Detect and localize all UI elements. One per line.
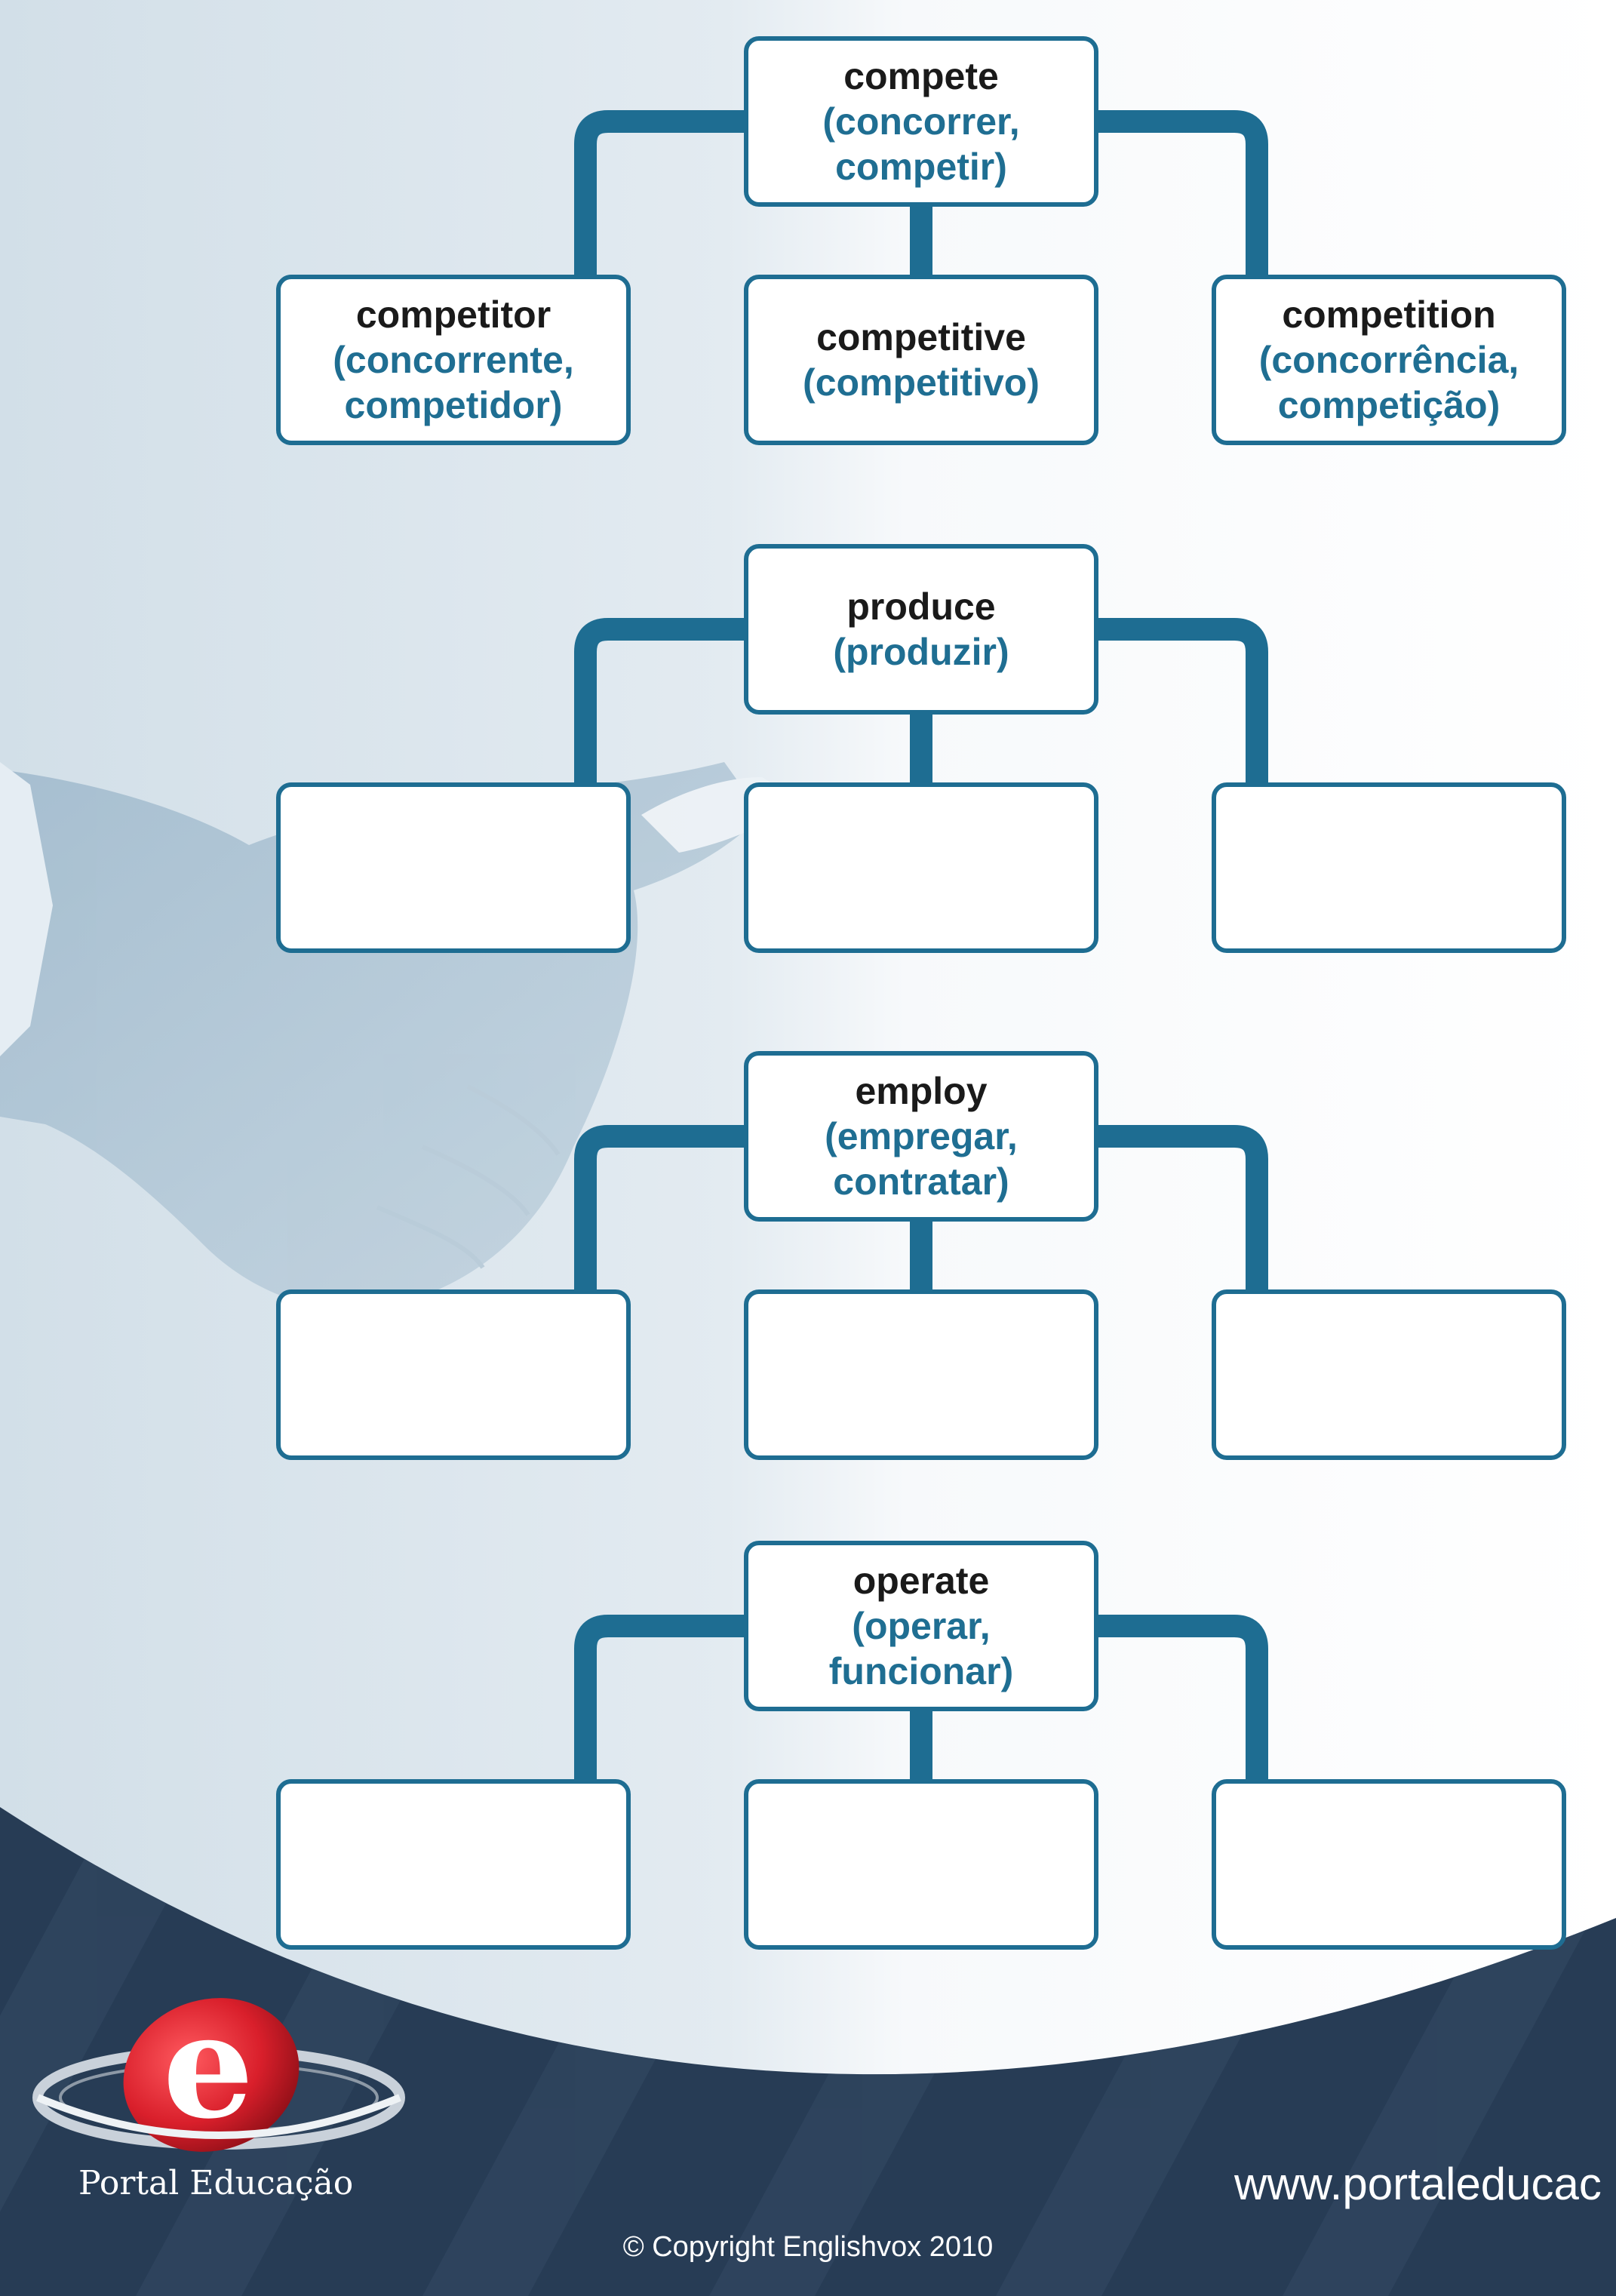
word-term: competitor (355, 294, 551, 336)
root-word-box: employ(empregar, contratar) (744, 1051, 1098, 1222)
logo-letter: e (163, 1984, 254, 2150)
word-term: competitive (816, 316, 1026, 358)
word-term: competition (1282, 294, 1496, 336)
blank-answer-box (744, 1289, 1098, 1460)
word-translation: (empregar, contratar) (825, 1115, 1018, 1203)
word-term: produce (846, 586, 996, 628)
root-word-box: operate(operar, funcionar) (744, 1541, 1098, 1711)
word-translation: (competitivo) (803, 361, 1040, 404)
word-translation: (concorrer, competir) (822, 100, 1020, 188)
logo-name: Portal Educação (78, 2164, 354, 2202)
connector-right (1091, 1125, 1268, 1297)
blank-answer-box (276, 782, 631, 953)
derived-word-box: competitive(competitivo) (744, 275, 1098, 445)
blank-answer-box (744, 1779, 1098, 1950)
blank-answer-box (276, 1289, 631, 1460)
blank-answer-box (1212, 1289, 1566, 1460)
blank-answer-box (276, 1779, 631, 1950)
word-translation: (produzir) (833, 631, 1009, 673)
word-translation: (concorrente, competidor) (333, 339, 574, 426)
website-url[interactable]: www.portaleducac (1234, 2159, 1602, 2209)
derived-word-box: competitor(concorrente, competidor) (276, 275, 631, 445)
word-translation: (operar, funcionar) (828, 1605, 1014, 1692)
word-translation: (concorrência, competição) (1258, 339, 1519, 426)
connector-left (574, 1125, 751, 1297)
root-word-box: compete(concorrer, competir) (744, 36, 1098, 207)
connector-right (1091, 1615, 1268, 1787)
connector-left (574, 110, 751, 282)
blank-answer-box (744, 782, 1098, 953)
connector-right (1091, 618, 1268, 790)
portal-educacao-logo-icon: e (32, 1984, 405, 2152)
word-term: employ (855, 1070, 988, 1112)
connector-left (574, 1615, 751, 1787)
connector-right (1091, 110, 1268, 282)
word-term: operate (853, 1560, 990, 1602)
derived-word-box: competition(concorrência, competição) (1212, 275, 1566, 445)
root-word-box: produce(produzir) (744, 544, 1098, 715)
copyright-notice: © Copyright Englishvox 2010 (622, 2231, 994, 2263)
word-term: compete (843, 55, 999, 97)
footer-band (0, 1807, 1616, 2296)
blank-answer-box (1212, 782, 1566, 953)
blank-answer-box (1212, 1779, 1566, 1950)
connector-left (574, 618, 751, 790)
